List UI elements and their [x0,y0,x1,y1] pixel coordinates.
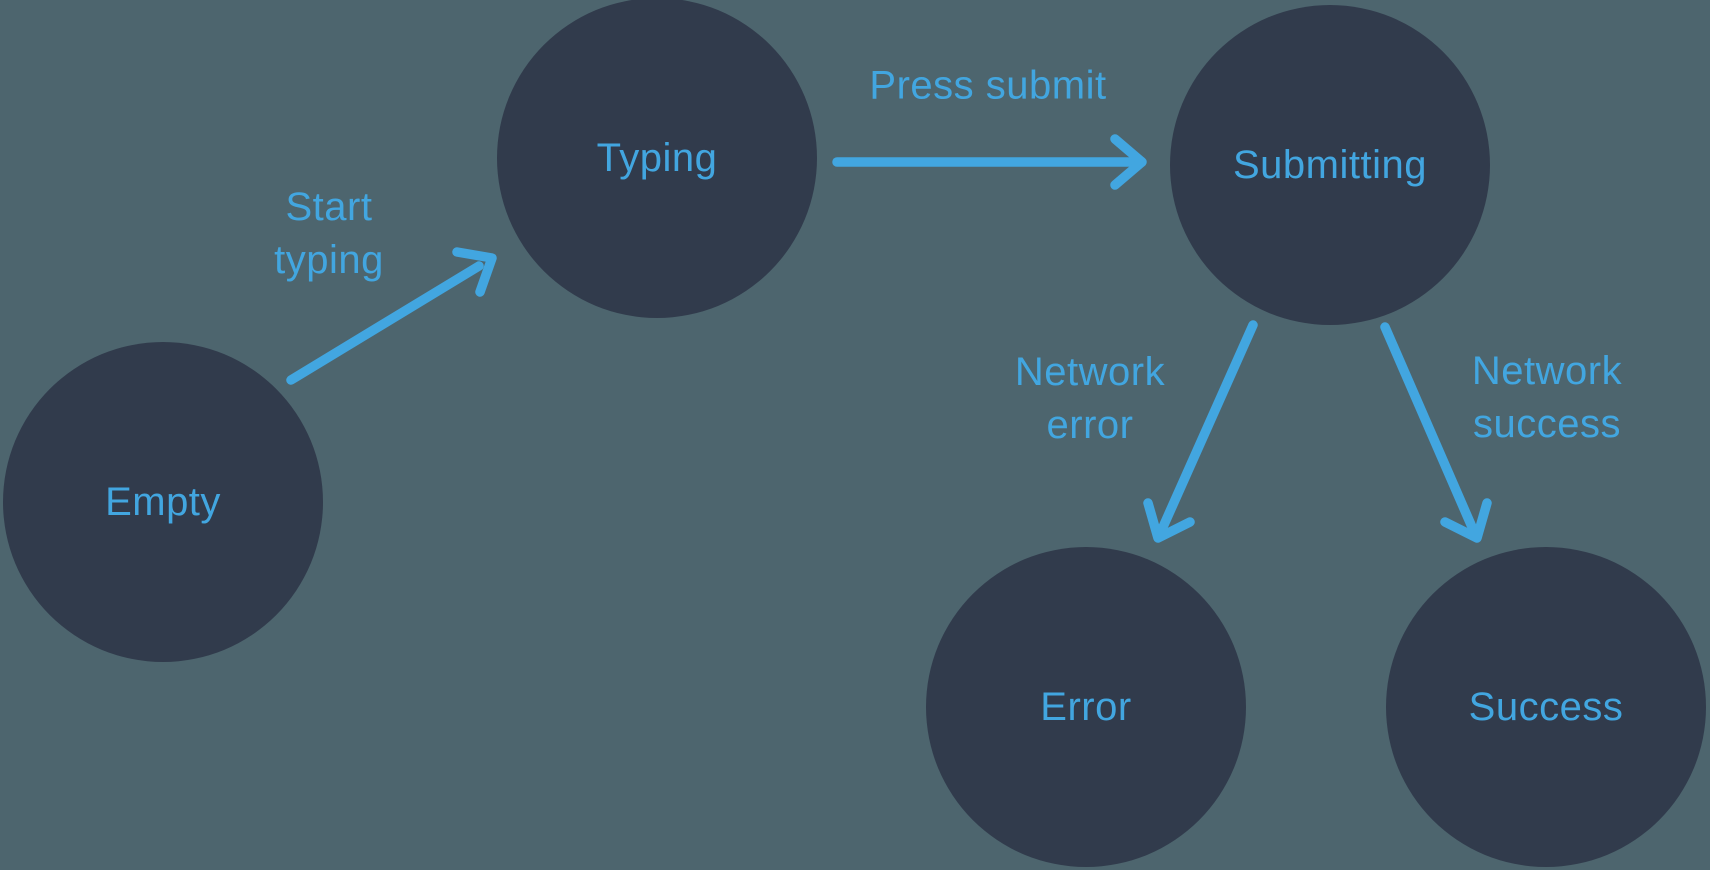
network-error-arrow-icon [1143,320,1258,543]
edge-label-network-error: Network error [1014,350,1166,447]
state-node-success: Success [1386,547,1706,867]
state-node-typing: Typing [497,0,817,318]
state-node-typing-label: Typing [596,135,718,180]
state-node-empty: Empty [3,342,323,662]
state-node-submitting-label: Submitting [1233,142,1427,187]
state-node-error: Error [926,547,1246,867]
edge-label-network-success: Network success [1471,349,1623,446]
edge-label-start-typing: Start typing [274,185,384,282]
state-node-success-label: Success [1468,684,1624,729]
press-submit-arrow-icon [832,134,1147,190]
state-node-submitting: Submitting [1170,5,1490,325]
state-node-empty-label: Empty [105,479,221,524]
edge-label-press-submit: Press submit [869,63,1107,108]
state-node-error-label: Error [1040,684,1132,729]
start-typing-arrow-icon [286,247,497,385]
network-success-arrow-icon [1380,322,1492,543]
